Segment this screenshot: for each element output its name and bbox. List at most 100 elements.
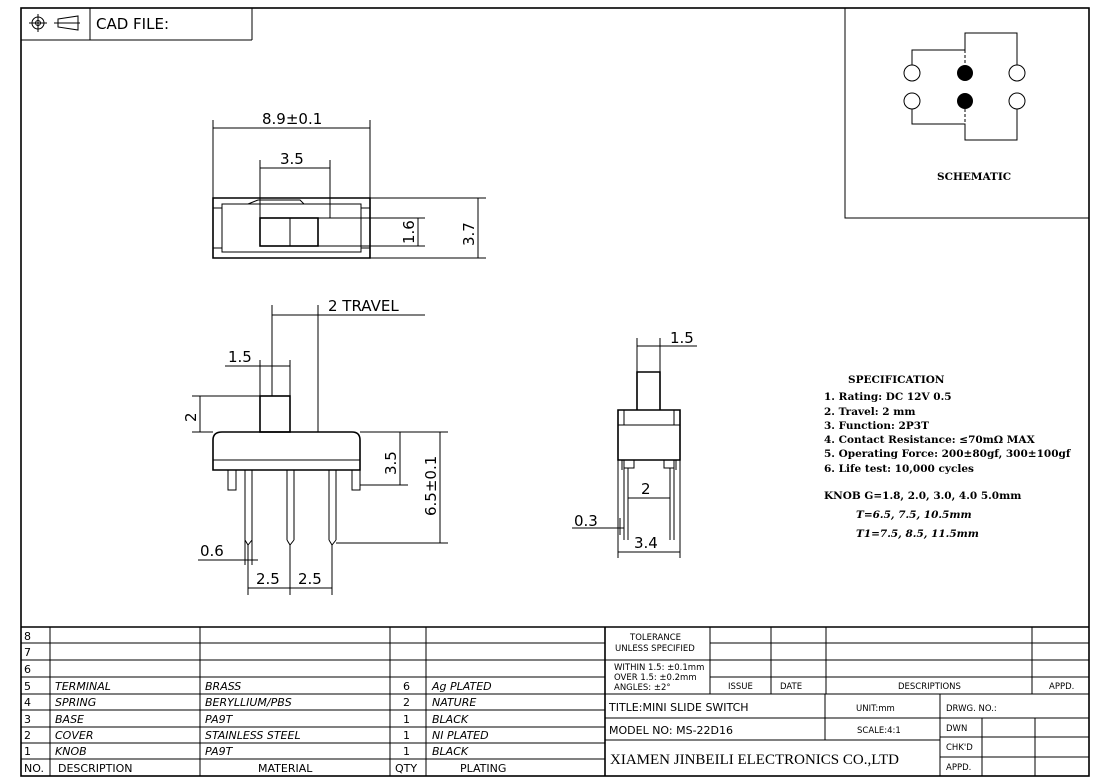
tolerance-over: OVER 1.5: ±0.2mm — [614, 673, 697, 683]
bom-cell-plating: BLACK — [432, 713, 469, 726]
bom-cell-description: KNOB — [55, 745, 87, 758]
bom-cell-no: 6 — [24, 663, 31, 676]
spec-item: 1. Rating: DC 12V 0.5 — [824, 391, 952, 403]
cad-file-label: CAD FILE: — [96, 15, 169, 33]
bom-header-material: MATERIAL — [258, 762, 313, 775]
bom-row: 6 — [24, 663, 31, 676]
bom-cell-no: 1 — [24, 745, 31, 758]
contact-circle — [1008, 92, 1026, 110]
checked-label: CHK'D — [946, 743, 973, 753]
bom-cell-material: BRASS — [205, 680, 241, 693]
dim-travel: 2 TRAVEL — [328, 297, 399, 315]
bom-cell-no: 3 — [24, 713, 31, 726]
bom-row: 5 TERMINAL BRASS 6 Ag PLATED — [24, 680, 492, 693]
spec-item: 4. Contact Resistance: ≤70mΩ MAX — [824, 434, 1036, 446]
spec-item: 5. Operating Force: 200±80gf, 300±100gf — [824, 448, 1072, 460]
schematic: SCHEMATIC — [844, 7, 1090, 219]
bom-cell-no: 8 — [24, 630, 31, 643]
dim-pin-spacing: 2 — [641, 480, 651, 498]
drawing-number-label: DRWG. NO.: — [946, 704, 997, 714]
contact-filled — [957, 93, 973, 109]
knob-t: T=6.5, 7.5, 10.5mm — [856, 509, 972, 521]
bom-cell-plating: NATURE — [432, 696, 476, 709]
model-number: MODEL NO: MS-22D16 — [609, 724, 733, 737]
dim-knob-width-end: 1.5 — [670, 329, 694, 347]
dim-knob-width: 3.5 — [280, 150, 304, 168]
issue-header: ISSUE — [728, 682, 753, 692]
unit-label: UNIT:mm — [856, 704, 895, 714]
descriptions-header: DESCRIPTIONS — [898, 682, 961, 692]
dim-body-height-side: 3.5 — [382, 451, 400, 475]
dim-body-height: 3.7 — [460, 222, 478, 246]
bom-header-plating: PLATING — [460, 762, 506, 775]
drawing-title: TITLE:MINI SLIDE SWITCH — [608, 701, 749, 714]
contact-filled — [957, 65, 973, 81]
spec-item: 3. Function: 2P3T — [824, 420, 929, 432]
dim-knob-height: 1.6 — [400, 220, 418, 244]
spec-title: SPECIFICATION — [848, 374, 945, 386]
dim-overall-width: 8.9±0.1 — [262, 110, 322, 128]
tolerance-within: WITHIN 1.5: ±0.1mm — [614, 663, 704, 673]
dim-knob-height-side: 2 — [182, 412, 200, 422]
knob-t1: T1=7.5, 8.5, 11.5mm — [856, 528, 979, 540]
top-view: 8.9±0.1 3.5 1.6 3.7 — [212, 110, 486, 259]
dim-pitch-2: 2.5 — [298, 570, 322, 588]
sheet-border — [20, 7, 1090, 777]
bom-row: 3 BASE PA9T 1 BLACK — [24, 713, 469, 726]
bom-cell-description: TERMINAL — [55, 680, 111, 693]
company-name: XIAMEN JINBEILI ELECTRONICS CO.,LTD — [610, 752, 899, 768]
dim-pitch-1: 2.5 — [256, 570, 280, 588]
bom-cell-material: STAINLESS STEEL — [205, 729, 301, 742]
tolerance-angles: ANGLES: ±2° — [614, 683, 671, 693]
bom-header-description: DESCRIPTION — [58, 762, 132, 775]
specification: SPECIFICATION 1. Rating: DC 12V 0.5 2. T… — [824, 374, 1072, 540]
dim-pin-width: 0.6 — [200, 542, 224, 560]
dim-pin-thickness: 0.3 — [574, 512, 598, 530]
bom-cell-no: 2 — [24, 729, 31, 742]
spec-item: 6. Life test: 10,000 cycles — [824, 463, 974, 475]
dim-knob-width-side: 1.5 — [228, 348, 252, 366]
end-view: 1.5 2 0.3 3.4 — [572, 329, 697, 558]
header: CAD FILE: — [21, 8, 253, 41]
title-block: TOLERANCE UNLESS SPECIFIED WITHIN 1.5: ±… — [605, 627, 1089, 776]
bom-header-qty: QTY — [395, 762, 417, 775]
bom-cell-description: BASE — [55, 713, 84, 726]
bom-cell-plating: Ag PLATED — [431, 680, 492, 693]
date-header: DATE — [780, 682, 802, 692]
bom-cell-qty: 1 — [403, 713, 410, 726]
contact-circle — [903, 92, 921, 110]
dim-body-width: 3.4 — [634, 534, 658, 552]
bom-header-no: NO. — [24, 762, 44, 775]
bom-cell-qty: 1 — [403, 745, 410, 758]
scale-label: SCALE:4:1 — [857, 726, 901, 736]
spec-item: 2. Travel: 2 mm — [824, 406, 916, 418]
knob-g: KNOB G=1.8, 2.0, 3.0, 4.0 5.0mm — [824, 490, 1021, 502]
tolerance-label: TOLERANCE — [629, 633, 681, 643]
bom-cell-no: 5 — [24, 680, 31, 693]
schematic-label: SCHEMATIC — [937, 171, 1011, 183]
approved-label: APPD. — [946, 763, 971, 773]
drawn-label: DWN — [946, 724, 967, 734]
bom-cell-plating: BLACK — [432, 745, 469, 758]
bom-cell-qty: 2 — [403, 696, 410, 709]
bom-cell-qty: 6 — [403, 680, 410, 693]
projection-symbol-icon — [29, 14, 80, 32]
bom-cell-description: COVER — [55, 729, 93, 742]
bom-cell-material: PA9T — [205, 713, 234, 726]
appd-header: APPD. — [1049, 682, 1074, 692]
side-view: 2 TRAVEL 1.5 2 3.5 6.5±0.1 0.6 2.5 2.5 — [182, 297, 448, 595]
tolerance-subtitle: UNLESS SPECIFIED — [615, 644, 695, 654]
contact-circle — [903, 64, 921, 82]
dim-total-height: 6.5±0.1 — [422, 456, 440, 516]
bom-cell-description: SPRING — [55, 696, 96, 709]
bom-cell-qty: 1 — [403, 729, 410, 742]
bom-cell-no: 4 — [24, 696, 31, 709]
bom-cell-no: 7 — [24, 646, 31, 659]
contact-circle — [1008, 64, 1026, 82]
bom-row: 7 — [24, 646, 31, 659]
